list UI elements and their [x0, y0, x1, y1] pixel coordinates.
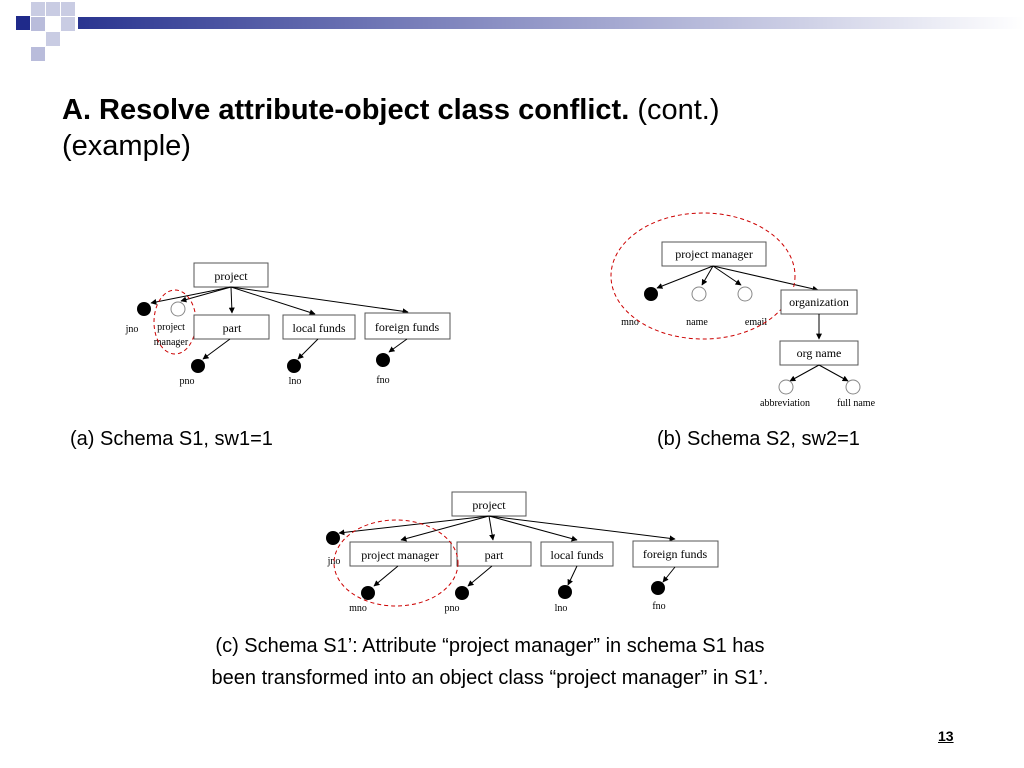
c-fno-label: fno: [652, 601, 665, 612]
caption-c-line1: (c) Schema S1’: Attribute “project manag…: [215, 635, 765, 657]
b-project-manager-label: project manager: [675, 247, 753, 261]
a-jno-node: [137, 302, 151, 316]
a-pm-label-2: manager: [154, 337, 189, 348]
c-pno-node: [455, 586, 469, 600]
c-project-label: project: [472, 498, 506, 512]
b-email-node: [737, 286, 753, 302]
b-full-name-node: [845, 379, 861, 395]
header-decoration: [16, 2, 1024, 61]
b-abbreviation-label: abbreviation: [760, 398, 810, 409]
c-local-funds-label: local funds: [551, 548, 604, 562]
a-project-label: project: [214, 269, 248, 283]
a-pno-node: [191, 359, 205, 373]
c-project-manager-label: project manager: [361, 548, 439, 562]
c-local-funds-box: [540, 541, 614, 567]
b-mno-node: [644, 287, 658, 301]
a-local-funds-label: local funds: [293, 321, 346, 335]
b-abbreviation-node: [778, 379, 794, 395]
b-org-name-box: [779, 340, 859, 366]
caption-c: (c) Schema S1’: Attribute “project manag…: [90, 630, 890, 694]
c-jno-node: [326, 531, 340, 545]
c-foreign-funds-label: foreign funds: [643, 547, 708, 561]
title-example: (example): [62, 130, 191, 162]
b-org-name-label: org name: [797, 346, 842, 360]
a-project-box: [193, 262, 269, 288]
b-mno-label: mno: [621, 317, 639, 328]
title-cont: (cont.): [629, 94, 720, 126]
b-full-name-label: full name: [837, 398, 876, 409]
a-fno-node: [376, 353, 390, 367]
a-lno-node: [287, 359, 301, 373]
page-number: 13: [938, 728, 954, 744]
c-project-box: [451, 491, 527, 517]
b-project-manager-box: [661, 241, 767, 267]
c-pno-label: pno: [445, 603, 460, 614]
diagram-a: project jno project manager part local f…: [125, 262, 451, 387]
a-jno-label: jno: [125, 324, 139, 335]
b-name-label: name: [686, 317, 708, 328]
a-part-label: part: [223, 321, 242, 335]
a-pm-label-1: project: [157, 322, 185, 333]
b-highlight-ellipse: [610, 212, 796, 340]
b-name-node: [691, 286, 707, 302]
a-fno-label: fno: [376, 375, 389, 386]
caption-a: (a) Schema S1, sw1=1: [70, 428, 273, 450]
diagram-c: project jno project manager part local f…: [326, 491, 719, 614]
c-part-box: [456, 541, 532, 567]
a-lno-label: lno: [289, 376, 302, 387]
c-mno-node: [361, 586, 375, 600]
c-lno-node: [558, 585, 572, 599]
c-fno-node: [651, 581, 665, 595]
a-local-funds-box: [282, 314, 356, 340]
a-pno-label: pno: [180, 376, 195, 387]
caption-c-line2: been transformed into an object class “p…: [211, 667, 769, 689]
c-mno-label: mno: [349, 603, 367, 614]
a-foreign-funds-box: [364, 312, 451, 340]
c-jno-label: jno: [327, 556, 341, 567]
c-project-manager-box: [349, 541, 452, 567]
c-part-label: part: [485, 548, 504, 562]
title-bold: A. Resolve attribute-object class confli…: [62, 94, 630, 126]
caption-b: (b) Schema S2, sw2=1: [657, 428, 860, 450]
c-lno-label: lno: [555, 603, 568, 614]
b-organization-label: organization: [789, 295, 849, 309]
slide-title: A. Resolve attribute-object class confli…: [62, 92, 962, 164]
a-part-box: [193, 314, 270, 340]
b-email-label: email: [745, 317, 767, 328]
diagram-b: project manager mno name email organizat…: [610, 212, 876, 409]
a-foreign-funds-label: foreign funds: [375, 320, 440, 334]
c-highlight-ellipse: [333, 519, 459, 607]
c-foreign-funds-box: [632, 540, 719, 568]
a-project-manager-node: [170, 301, 186, 317]
